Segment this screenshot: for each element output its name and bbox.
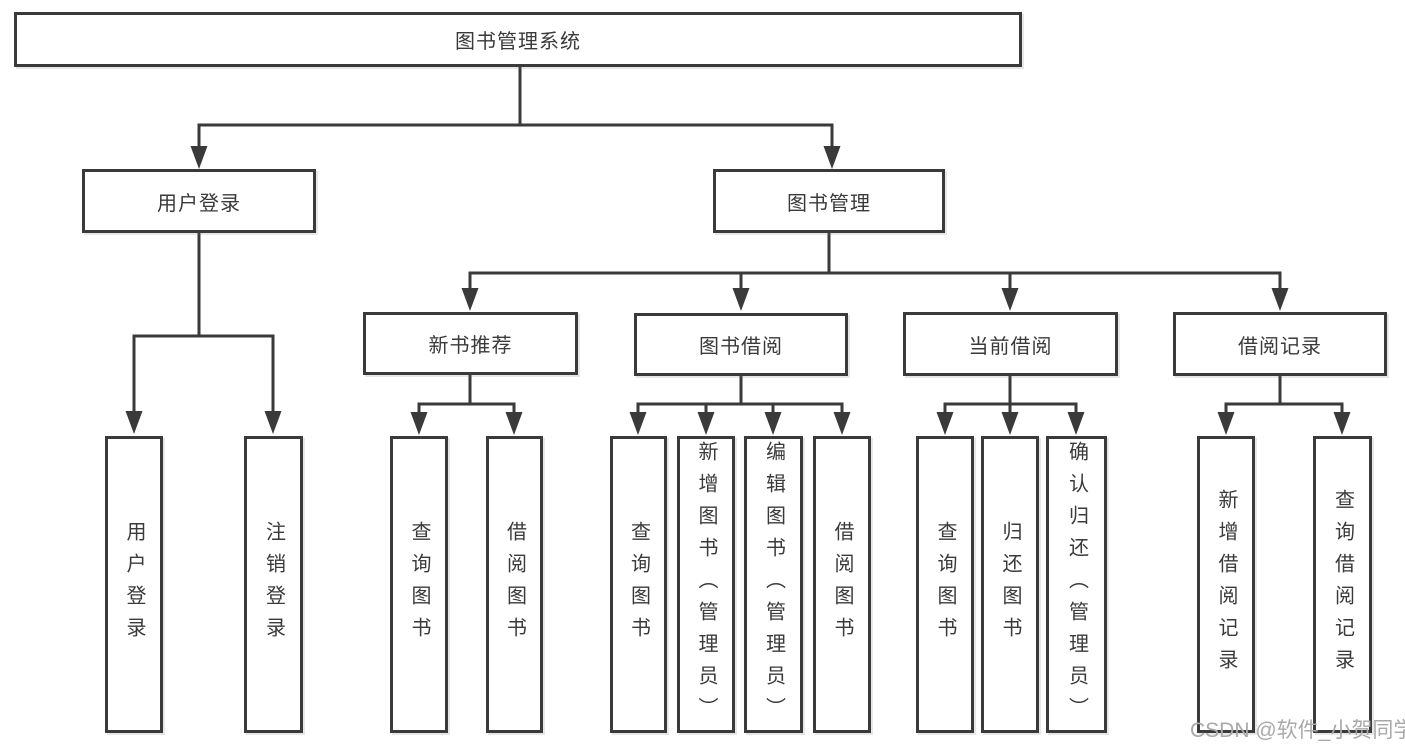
leaf-borrow-edit-books-admin: 编辑图书（管理员）: [744, 436, 803, 733]
connector-borrow-records: [1224, 375, 1344, 416]
connectors-root: [190, 66, 841, 169]
arrowhead-recommend-query: [410, 412, 428, 435]
leaf-records-add-record-label: 新增借阅记录: [1215, 488, 1237, 681]
arrowhead-borrow-borrow: [833, 412, 851, 435]
node-book-borrow: 图书借阅: [634, 313, 848, 376]
node-book-management: 图书管理: [713, 169, 945, 233]
connectors-borrow-records: [1217, 375, 1351, 435]
leaf-borrow-query-books-label: 查询图书: [627, 520, 650, 649]
leaf-records-add-record: 新增借阅记录: [1197, 436, 1255, 733]
leaf-current-return-books-label: 归还图书: [999, 520, 1021, 649]
connectors-book-management: [461, 232, 1289, 311]
arrowhead-leaf-logout: [264, 411, 282, 434]
leaf-records-query-record: 查询借阅记录: [1313, 436, 1372, 733]
arrowhead-borrow-query: [629, 412, 647, 435]
leaf-records-query-record-label: 查询借阅记录: [1331, 488, 1354, 681]
leaf-borrow-add-books-admin-label: 新增图书（管理员）: [695, 440, 717, 729]
connectors-book-borrow: [629, 375, 851, 435]
leaf-logout-label: 注销登录: [262, 520, 285, 649]
node-user-login-label: 用户登录: [157, 192, 241, 215]
leaf-logout: 注销登录: [244, 436, 303, 733]
arrowhead-book-management: [823, 146, 841, 169]
connector-current-borrow: [943, 375, 1078, 416]
arrowhead-current-return: [1001, 412, 1019, 435]
leaf-borrow-borrow-books: 借阅图书: [813, 436, 871, 733]
leaf-user-login-label: 用户登录: [123, 520, 145, 649]
csdn-watermark: CSDN @软件_小贺同学: [1190, 719, 1405, 742]
leaf-recommend-borrow-books: 借阅图书: [486, 436, 543, 733]
leaf-current-confirm-return-admin-label: 确认归还（管理员）: [1065, 440, 1088, 729]
leaf-borrow-edit-books-admin-label: 编辑图书（管理员）: [762, 440, 785, 729]
leaf-borrow-add-books-admin: 新增图书（管理员）: [677, 436, 735, 733]
arrowhead-user-login: [190, 146, 208, 169]
connector-book-borrow: [636, 375, 844, 416]
arrowhead-records-add: [1217, 412, 1235, 435]
arrowhead-current-query: [936, 412, 954, 435]
arrowhead-leaf-login: [125, 411, 143, 434]
node-root: 图书管理系统: [14, 12, 1022, 67]
node-current-borrow-label: 当前借阅: [968, 335, 1053, 358]
leaf-borrow-query-books: 查询图书: [610, 436, 667, 733]
arrowhead-current-confirm: [1067, 412, 1085, 435]
arrowhead-recommend-borrow: [505, 412, 523, 435]
arrowhead-borrow-edit: [764, 412, 782, 435]
leaf-recommend-borrow-books-label: 借阅图书: [503, 520, 526, 649]
node-borrow-records: 借阅记录: [1173, 312, 1387, 376]
node-user-login: 用户登录: [82, 169, 316, 233]
node-current-borrow: 当前借阅: [903, 312, 1118, 376]
node-borrow-records-label: 借阅记录: [1238, 335, 1322, 358]
leaf-recommend-query-books: 查询图书: [390, 436, 448, 733]
node-root-label: 图书管理系统: [455, 31, 581, 53]
connectors-new-book: [410, 374, 523, 435]
leaf-user-login: 用户登录: [105, 436, 163, 733]
leaf-current-confirm-return-admin: 确认归还（管理员）: [1046, 436, 1107, 733]
connector-new-book: [417, 374, 516, 416]
leaf-current-query-books-label: 查询图书: [934, 520, 956, 649]
arrowhead-records-query: [1333, 412, 1351, 435]
leaf-borrow-borrow-books-label: 借阅图书: [831, 520, 853, 649]
connector-book-management: [468, 232, 1282, 294]
node-book-management-label: 图书管理: [787, 192, 871, 215]
leaf-current-query-books: 查询图书: [916, 436, 974, 733]
leaf-recommend-query-books-label: 查询图书: [408, 520, 430, 649]
connector-user-login: [132, 232, 275, 415]
node-new-book-recommend: 新书推荐: [363, 312, 578, 375]
node-new-book-recommend-label: 新书推荐: [428, 335, 513, 357]
connector-root-bar: [197, 123, 834, 150]
arrowhead-borrow-add: [697, 412, 715, 435]
arrowhead-book-borrow: [732, 288, 750, 311]
arrowhead-current-borrow: [1001, 288, 1019, 311]
leaf-current-return-books: 归还图书: [981, 436, 1039, 733]
arrowhead-borrow-records: [1271, 288, 1289, 311]
node-book-borrow-label: 图书借阅: [699, 336, 783, 358]
connectors-user-login: [125, 232, 282, 434]
connectors-current-borrow: [936, 375, 1085, 435]
arrowhead-new-book: [461, 288, 479, 311]
